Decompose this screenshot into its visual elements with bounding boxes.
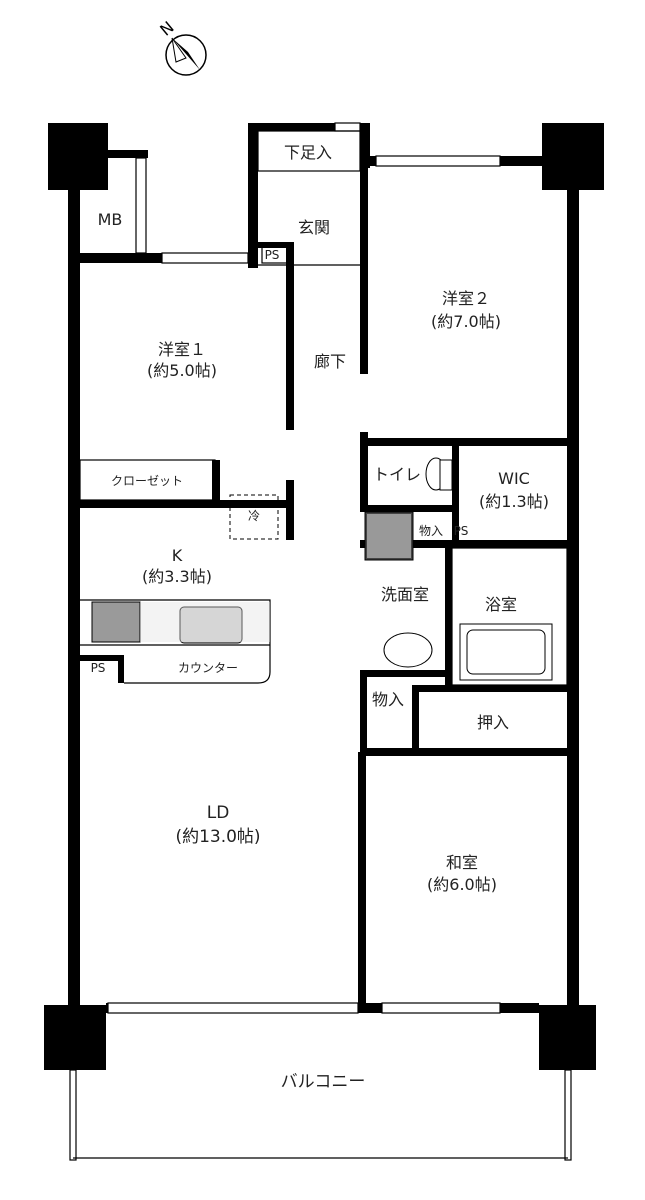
column-top-left (48, 123, 108, 190)
living-dining-size: (約13.0帖) (175, 827, 260, 847)
washroom-label: 洗面室 (381, 585, 429, 604)
balcony-label: バルコニー (281, 1072, 366, 1092)
wic-size: (約1.3帖) (479, 492, 549, 511)
corridor-label: 廊下 (314, 352, 346, 371)
counter-label: カウンター (178, 661, 238, 675)
living-dining-name: LD (207, 803, 230, 823)
column-top-right (542, 123, 604, 190)
wic-name: WIC (498, 469, 530, 488)
pipe-space-label-entrance: PS (265, 248, 280, 262)
japanese-room-name: 和室 (446, 853, 478, 872)
storage-label-hall: 物入 (372, 690, 404, 709)
fridge-label: 冷 (248, 509, 260, 523)
western2-name: 洋室２ (442, 289, 490, 308)
storage-label-washroom: 物入 (419, 524, 443, 538)
bathroom-label: 浴室 (485, 595, 517, 614)
column-bottom-right (539, 1005, 596, 1070)
compass-label: N (156, 17, 177, 39)
meter-box-label: MB (98, 210, 123, 229)
closet-futon-label: 押入 (477, 713, 509, 732)
compass-north-icon: N (156, 17, 207, 76)
entrance-label: 玄関 (298, 218, 330, 237)
closet-label: クローゼット (111, 474, 183, 488)
western1-size: (約5.0帖) (147, 361, 217, 380)
western2-size: (約7.0帖) (431, 312, 501, 331)
japanese-room-size: (約6.0帖) (427, 875, 497, 894)
western1-name: 洋室１ (158, 340, 206, 359)
pipe-space-label-washroom: PS (454, 524, 469, 538)
pipe-space-label-kitchen: PS (91, 661, 106, 675)
shoe-storage-label: 下足入 (284, 143, 332, 162)
kitchen-name: K (172, 546, 183, 565)
toilet-label: トイレ (373, 465, 421, 484)
kitchen-size: (約3.3帖) (142, 567, 212, 586)
column-bottom-left (44, 1005, 106, 1070)
